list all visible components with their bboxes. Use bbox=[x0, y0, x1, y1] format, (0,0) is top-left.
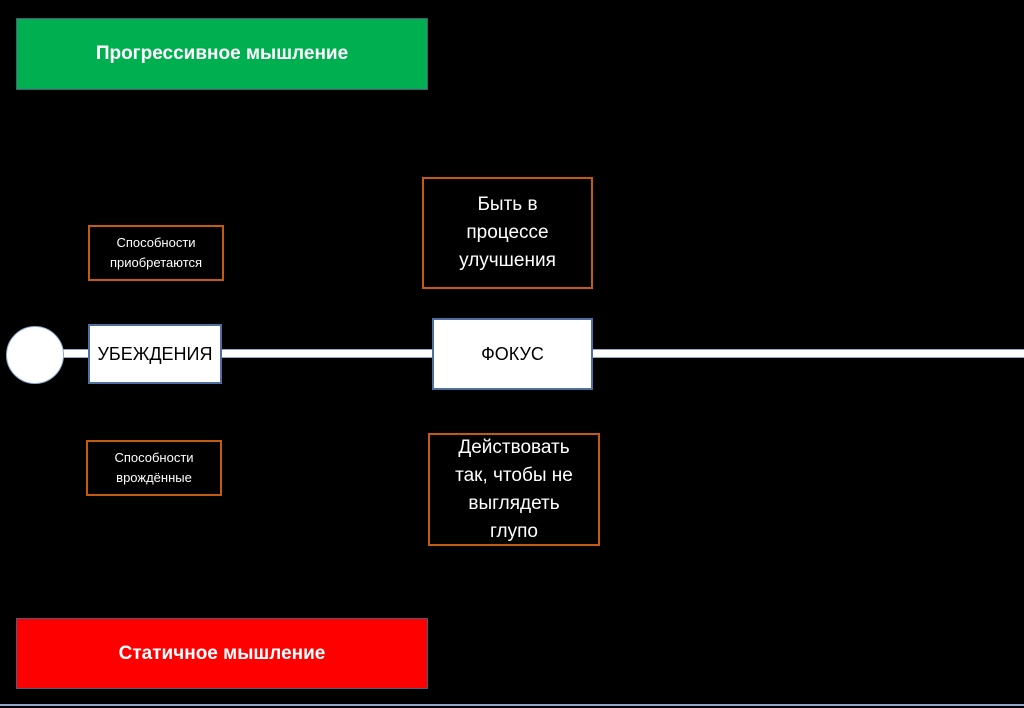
not-look-stupid-note: Действовать так, чтобы не выглядеть глуп… bbox=[428, 433, 600, 546]
be-improving-label: Быть в процессе улучшения bbox=[459, 194, 556, 271]
be-improving-note: Быть в процессе улучшения bbox=[422, 177, 593, 289]
focus-node: ФОКУС bbox=[432, 318, 593, 390]
not-look-stupid-label: Действовать так, чтобы не выглядеть глуп… bbox=[455, 436, 573, 542]
beliefs-node: УБЕЖДЕНИЯ bbox=[88, 324, 222, 384]
focus-label: ФОКУС bbox=[481, 343, 544, 364]
fixed-mindset-banner: Статичное мышление bbox=[16, 618, 428, 689]
abilities-acquired-note: Способности приобретаются bbox=[88, 225, 224, 281]
growth-mindset-banner: Прогрессивное мышление bbox=[16, 18, 428, 90]
abilities-acquired-label: Способности приобретаются bbox=[109, 235, 203, 270]
growth-mindset-label: Прогрессивное мышление bbox=[95, 43, 349, 64]
timeline-start-circle bbox=[6, 326, 64, 384]
abilities-innate-note: Способности врождённые bbox=[86, 440, 222, 496]
abilities-innate-label: Способности врождённые bbox=[114, 450, 194, 485]
bottom-divider bbox=[0, 704, 1024, 706]
beliefs-label: УБЕЖДЕНИЯ bbox=[97, 343, 213, 364]
fixed-mindset-label: Статичное мышление bbox=[118, 642, 326, 664]
